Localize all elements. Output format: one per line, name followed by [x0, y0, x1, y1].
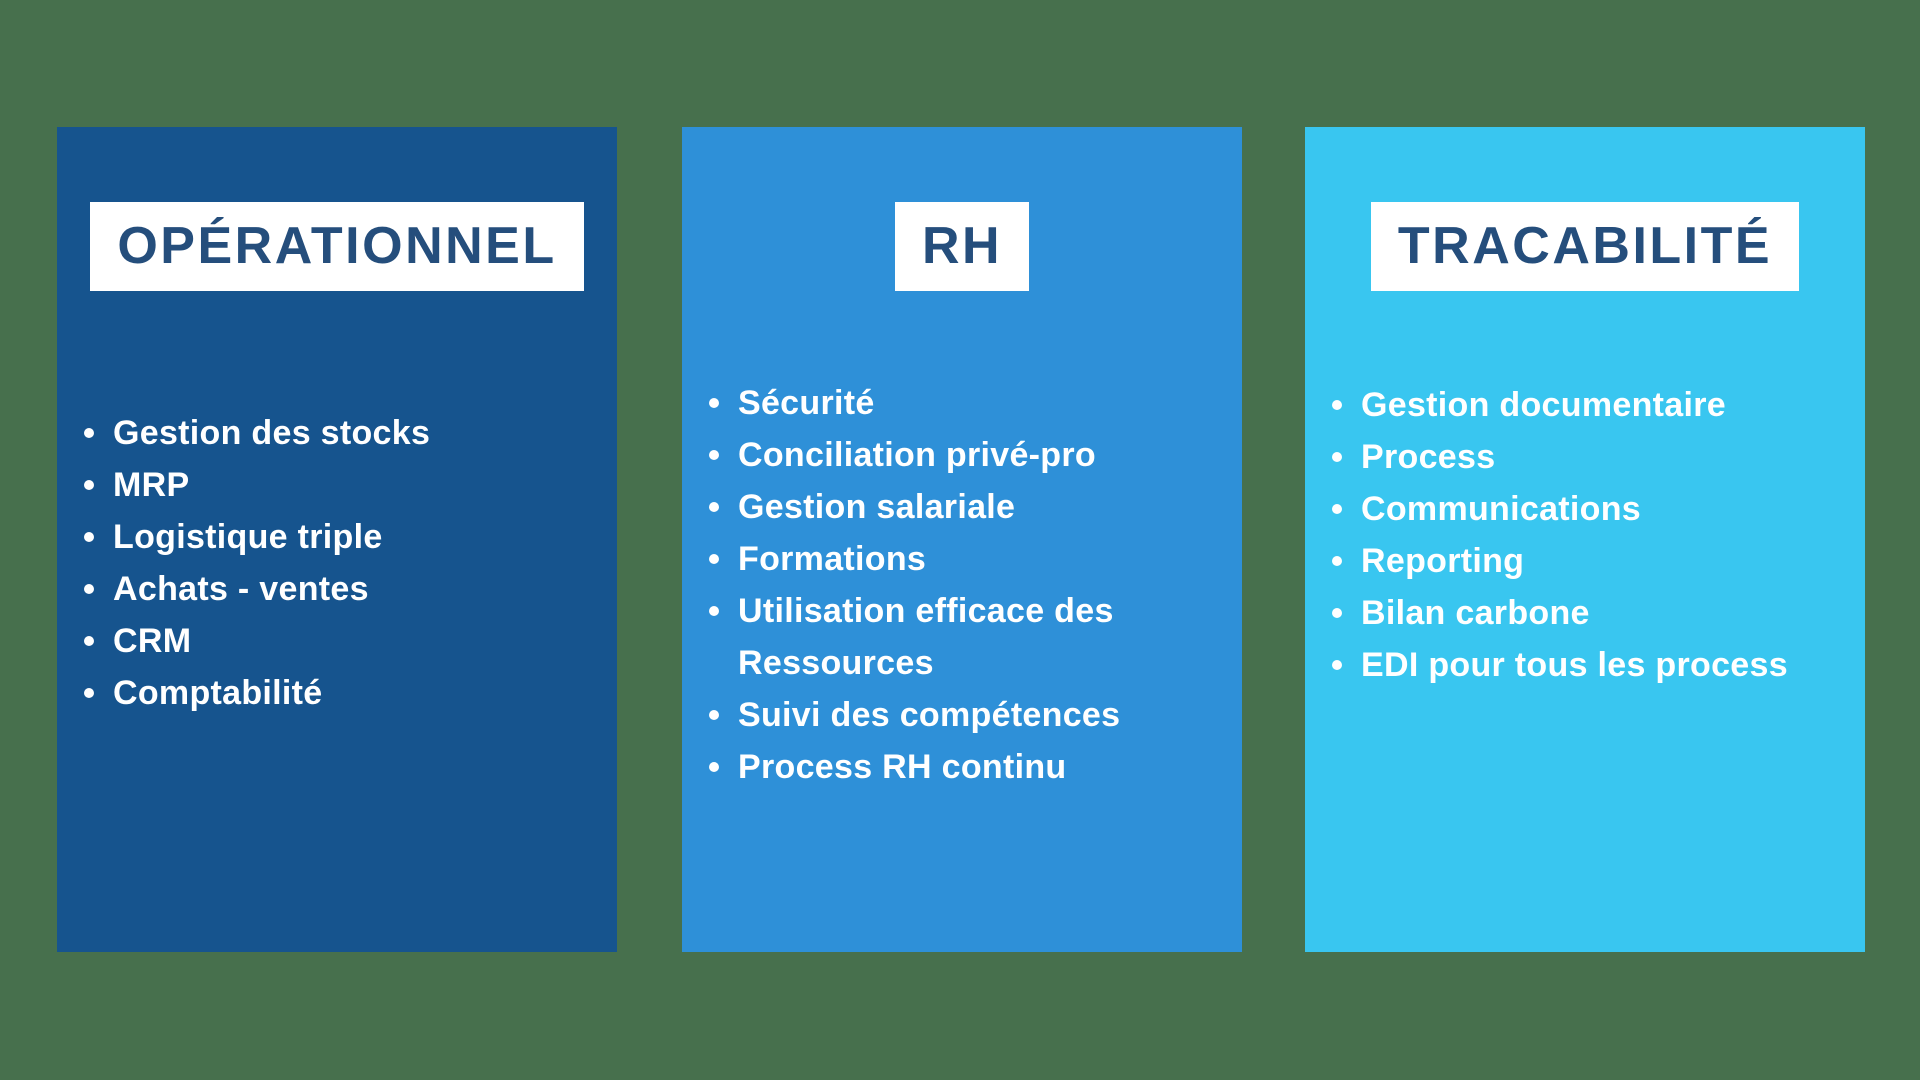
panel-operationnel-title-box: OPÉRATIONNEL	[90, 202, 584, 292]
panel-rh: RH Sécurité Conciliation privé-pro Gesti…	[682, 127, 1242, 952]
panel-operationnel: OPÉRATIONNEL Gestion des stocks MRP Logi…	[57, 127, 617, 952]
list-item: Conciliation privé-pro	[709, 429, 1222, 481]
list-item: Formations	[709, 533, 1222, 585]
panel-rh-title-box: RH	[894, 202, 1030, 292]
panel-rh-title: RH	[921, 217, 1003, 275]
list-item: Reporting	[1332, 535, 1845, 587]
list-item: Bilan carbone	[1332, 587, 1845, 639]
list-item: Sécurité	[709, 377, 1222, 429]
panel-tracabilite-title: TRACABILITÉ	[1397, 217, 1773, 275]
list-item: MRP	[84, 459, 597, 511]
list-item: Achats - ventes	[84, 563, 597, 615]
list-item: Communications	[1332, 483, 1845, 535]
panel-rh-list: Sécurité Conciliation privé-pro Gestion …	[682, 377, 1242, 793]
panel-operationnel-list: Gestion des stocks MRP Logistique triple…	[57, 407, 617, 719]
list-item: Gestion documentaire	[1332, 379, 1845, 431]
list-item: Process	[1332, 431, 1845, 483]
panel-tracabilite-title-box: TRACABILITÉ	[1370, 202, 1800, 292]
list-item: Suivi des compétences	[709, 689, 1222, 741]
panel-tracabilite: TRACABILITÉ Gestion documentaire Process…	[1305, 127, 1865, 952]
list-item: EDI pour tous les process	[1332, 639, 1845, 691]
list-item: Gestion salariale	[709, 481, 1222, 533]
panel-tracabilite-list: Gestion documentaire Process Communicati…	[1305, 379, 1865, 691]
list-item: Process RH continu	[709, 741, 1222, 793]
list-item: Logistique triple	[84, 511, 597, 563]
list-item: Gestion des stocks	[84, 407, 597, 459]
list-item: Comptabilité	[84, 667, 597, 719]
list-item: CRM	[84, 615, 597, 667]
panel-operationnel-title: OPÉRATIONNEL	[117, 217, 557, 275]
list-item: Utilisation efficace des Ressources	[709, 585, 1222, 689]
